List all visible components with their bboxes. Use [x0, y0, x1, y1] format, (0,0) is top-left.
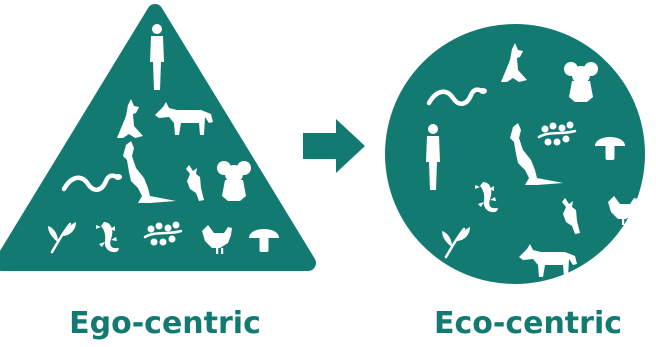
eco-centric-caption: Eco-centric — [433, 306, 623, 341]
arrow-right-icon — [303, 119, 365, 173]
ego-centric-caption: Ego-centric — [69, 306, 261, 341]
ego-centric-pyramid — [0, 4, 316, 271]
eco-centric-circle — [385, 24, 645, 284]
ego-eco-diagram — [0, 4, 645, 284]
